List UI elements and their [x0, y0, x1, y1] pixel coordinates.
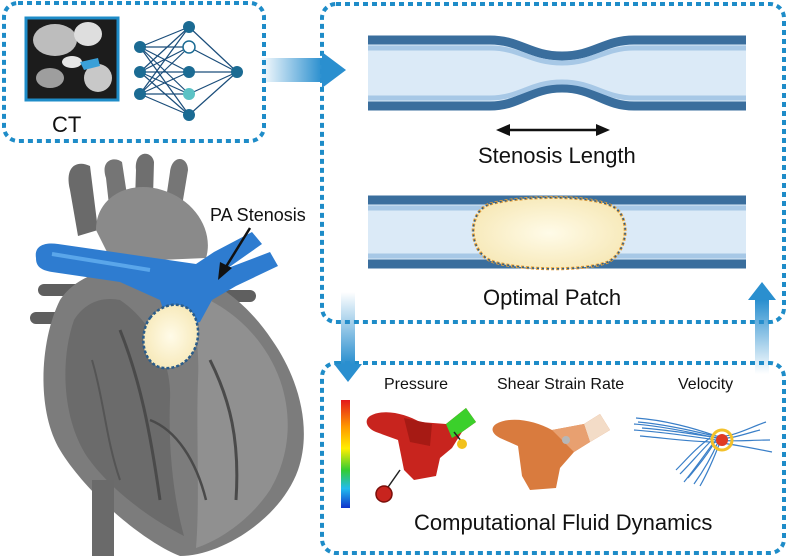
neural-network-icon [134, 21, 243, 121]
cfd-box [320, 361, 786, 555]
velocity-jet-halo [710, 428, 734, 452]
pa-stenosis-pointer [222, 227, 252, 271]
cfd-label: Computational Fluid Dynamics [414, 510, 713, 535]
arrow-from-cfd [748, 282, 776, 374]
optimal-patch-label: Optimal Patch [483, 285, 622, 310]
patch-suture-line [472, 196, 626, 270]
optimal-patch [471, 196, 627, 271]
heart-illustration [30, 153, 304, 556]
pressure-model [366, 408, 476, 503]
arrow-to-results [260, 52, 346, 88]
pa-stenosis-label: PA Stenosis [210, 205, 306, 225]
pressure-label: Pressure [384, 376, 449, 393]
shear-strain-model [492, 414, 610, 490]
velocity-jet-core [716, 434, 728, 446]
stenosis-length-arrow [496, 124, 610, 136]
stenosis-length-label: Stenosis Length [478, 143, 636, 168]
velocity-label: Velocity [678, 376, 734, 393]
velocity-streamlines [633, 417, 773, 487]
ct-scan-thumbnail [24, 16, 120, 102]
pa-stenosis-pointer-head [218, 262, 232, 280]
ct-label: CT [52, 112, 82, 137]
stenosis-vessel [368, 35, 746, 111]
results-box [320, 2, 786, 324]
arrow-to-cfd [334, 292, 362, 382]
shear-strain-rate-label: Shear Strain Rate [497, 376, 625, 393]
pressure-colorbar [341, 400, 350, 508]
